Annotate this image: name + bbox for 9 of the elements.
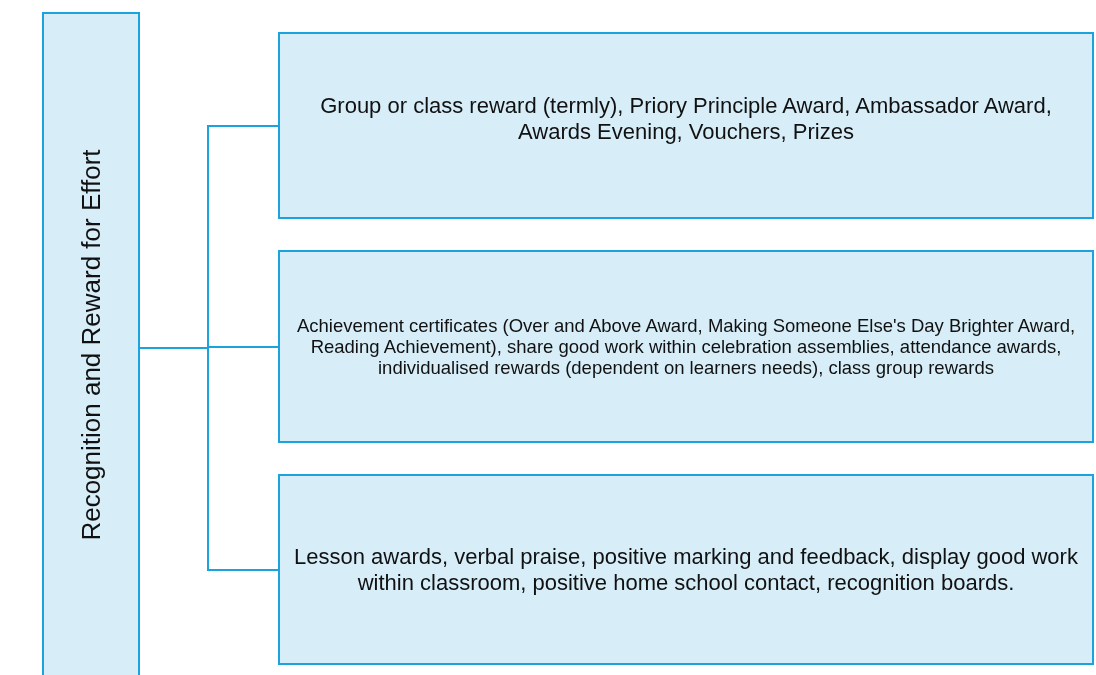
connector-line (139, 347, 279, 571)
box-text: Achievement certificates (Over and Above Award, Making Someone Else's Day Brighter Award, Reading Achievement), share good work within celebration assemblies, attendance awards, individualised rewards (dependent on learners needs), class group rewards (295, 314, 1077, 379)
box-text: Group or class reward (termly), Priory Principle Award, Ambassador Award, Awards Evening, Vouchers, Prizes (319, 93, 1053, 144)
title-box (42, 12, 140, 675)
box-text: Lesson awards, verbal praise, positive marking and feedback, display good work within classroom, positive home school contact, recognition boards. (293, 544, 1079, 595)
content-box (278, 32, 1094, 219)
content-box (278, 250, 1094, 443)
content-box (278, 474, 1094, 665)
vertical-title: Recognition and Reward for Effort (75, 148, 107, 541)
